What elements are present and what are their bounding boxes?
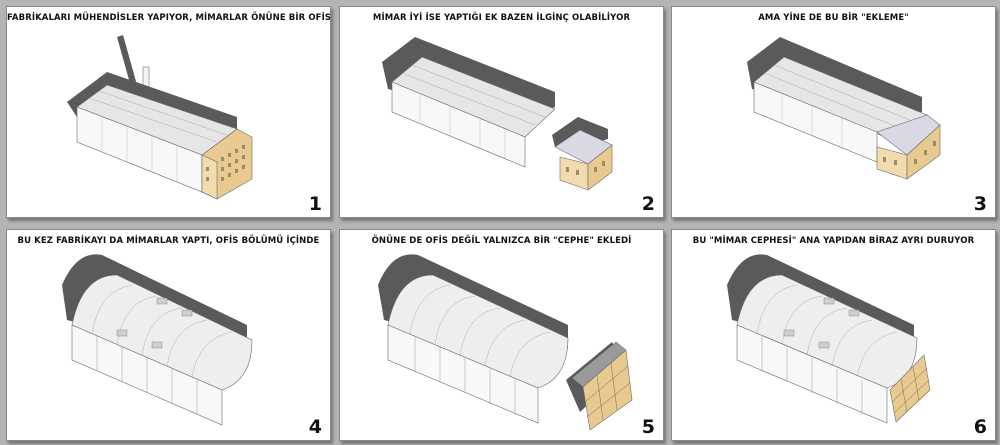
office-front [201, 154, 218, 200]
wall-lines [101, 117, 178, 182]
panel-3: AMA YİNE DE BU BİR "EKLEME" 3 [671, 6, 996, 218]
wall-piers [414, 336, 516, 415]
factory-and-separate-office-illustration [382, 37, 613, 191]
panel-4: BU KEZ FABRİKAYI DA MİMARLAR YAPTI, OFİS… [6, 229, 331, 441]
roof-lines [401, 64, 546, 126]
vaulted-factory-with-separate-facade-illustration [378, 254, 633, 431]
factory-wall [387, 324, 539, 424]
roof-skylights [116, 297, 193, 349]
factory-with-office-illustration [67, 35, 253, 200]
facade-grid [584, 362, 631, 421]
vaulted-factory-illustration [62, 254, 253, 426]
office-side [587, 144, 613, 191]
wall-piers [96, 336, 198, 415]
vaulted-roof [71, 274, 253, 391]
vault-ribs [756, 284, 898, 378]
chimney-shadow [117, 35, 137, 87]
panel-5: ÖNÜNE DE OFİS DEĞİL YALNIZCA BİR "CEPHE"… [339, 229, 664, 441]
panel-caption: BU "MİMAR CEPHESİ" ANA YAPIDAN BİRAZ AYR… [692, 236, 975, 246]
vault-ribs [409, 284, 551, 378]
panel-number: 3 [973, 193, 987, 215]
vaulted-factory-with-detached-facade-illustration [727, 254, 931, 424]
facade-panel [889, 354, 931, 423]
panel-2: MİMAR İYİ İSE YAPTIĞI EK BAZEN İLGİNÇ OL… [339, 6, 664, 218]
wall-piers [761, 336, 863, 415]
vault-ribs [91, 284, 233, 378]
factory-wall [391, 81, 526, 168]
panel-number: 6 [973, 416, 987, 438]
panel-caption: BU KEZ FABRİKAYI DA MİMARLAR YAPTI, OFİS… [17, 236, 320, 246]
roof-lines [88, 90, 228, 143]
facade-panel [582, 349, 633, 431]
office-windows [566, 161, 605, 175]
panel-number: 1 [308, 193, 322, 215]
panel-number: 2 [641, 193, 655, 215]
panel-number: 5 [641, 416, 655, 438]
panel-6: BU "MİMAR CEPHESİ" ANA YAPIDAN BİRAZ AYR… [671, 229, 996, 441]
wall-lines [419, 93, 506, 159]
panel-caption: AMA YİNE DE BU BİR "EKLEME" [758, 13, 909, 23]
addition-windows [883, 141, 936, 165]
wall-lines [781, 93, 843, 149]
panel-caption: ÖNÜNE DE OFİS DEĞİL YALNIZCA BİR "CEPHE"… [371, 236, 632, 246]
roof-lines [763, 64, 918, 132]
panel-caption: FABRİKALARI MÜHENDİSLER YAPIYOR, MİMARLA… [7, 13, 331, 23]
addition-side [906, 124, 941, 180]
vaulted-roof [387, 274, 569, 389]
office-windows [206, 145, 245, 181]
panel-1: FABRİKALARI MÜHENDİSLER YAPIYOR, MİMARLA… [6, 6, 331, 218]
panel-number: 4 [308, 416, 322, 438]
factory-with-attached-addition-illustration [747, 37, 941, 180]
facade-grid [891, 366, 930, 414]
roof-skylights [783, 297, 860, 349]
panel-caption: MİMAR İYİ İSE YAPTIĞI EK BAZEN İLGİNÇ OL… [372, 13, 631, 23]
